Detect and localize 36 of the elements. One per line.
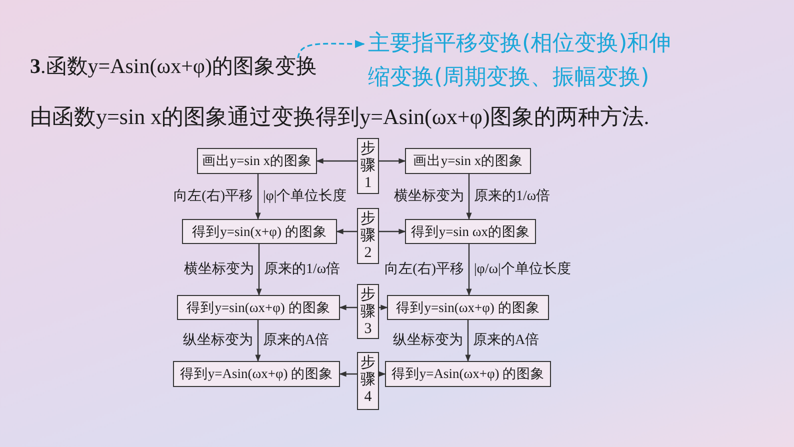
- step-box: 步骤1: [357, 138, 379, 194]
- arrow: [255, 320, 261, 362]
- edge-label: 纵坐标变为 原来的A倍: [182, 331, 330, 350]
- process-box: 得到y=sin(ωx+φ) 的图象: [387, 295, 549, 320]
- edge-label: 横坐标变为 原来的1/ω倍: [393, 187, 552, 206]
- arrow: [316, 158, 357, 164]
- process-box: 得到y=sin(ωx+φ) 的图象: [177, 295, 340, 320]
- process-box: 得到y=Asin(ωx+φ) 的图象: [385, 361, 551, 387]
- arrow: [378, 371, 386, 377]
- edge-label: 横坐标变为 原来的1/ω倍: [183, 260, 342, 278]
- arrow: [379, 228, 406, 234]
- arrow: [466, 244, 472, 296]
- edge-label: 向左(右)平移 |φ/ω|个单位长度: [384, 260, 572, 278]
- arrow: [339, 304, 357, 310]
- step-box: 步骤3: [357, 284, 379, 339]
- arrow: [379, 304, 388, 310]
- process-box: 画出y=sin x的图象: [405, 148, 531, 174]
- process-box: 画出y=sin x的图象: [197, 148, 317, 174]
- arrow: [256, 244, 262, 296]
- arrow: [336, 228, 357, 234]
- process-box: 得到y=sin(x+φ) 的图象: [182, 219, 337, 244]
- arrow: [339, 371, 357, 377]
- process-box: 得到y=sin ωx的图象: [405, 219, 536, 244]
- arrow: [255, 174, 261, 220]
- edge-label: 纵坐标变为 原来的A倍: [392, 331, 540, 350]
- arrow: [465, 320, 471, 362]
- step-box: 步骤4: [357, 352, 379, 410]
- process-box: 得到y=Asin(ωx+φ) 的图象: [173, 361, 340, 387]
- edge-label: 向左(右)平移 |φ|个单位长度: [172, 187, 348, 206]
- arrow: [466, 174, 472, 220]
- step-box: 步骤2: [357, 208, 379, 264]
- intro-sentence: 由函数y=sin x的图象通过变换得到y=Asin(ωx+φ)图象的两种方法.: [30, 103, 650, 131]
- callout-note: 主要指平移变换(相位变换)和伸缩变换(周期变换、振幅变换): [368, 27, 690, 95]
- heading: 3.函数y=Asin(ωx+φ)的图象变换: [30, 50, 318, 82]
- arrow: [379, 158, 406, 164]
- dashed-arrow: [297, 40, 365, 58]
